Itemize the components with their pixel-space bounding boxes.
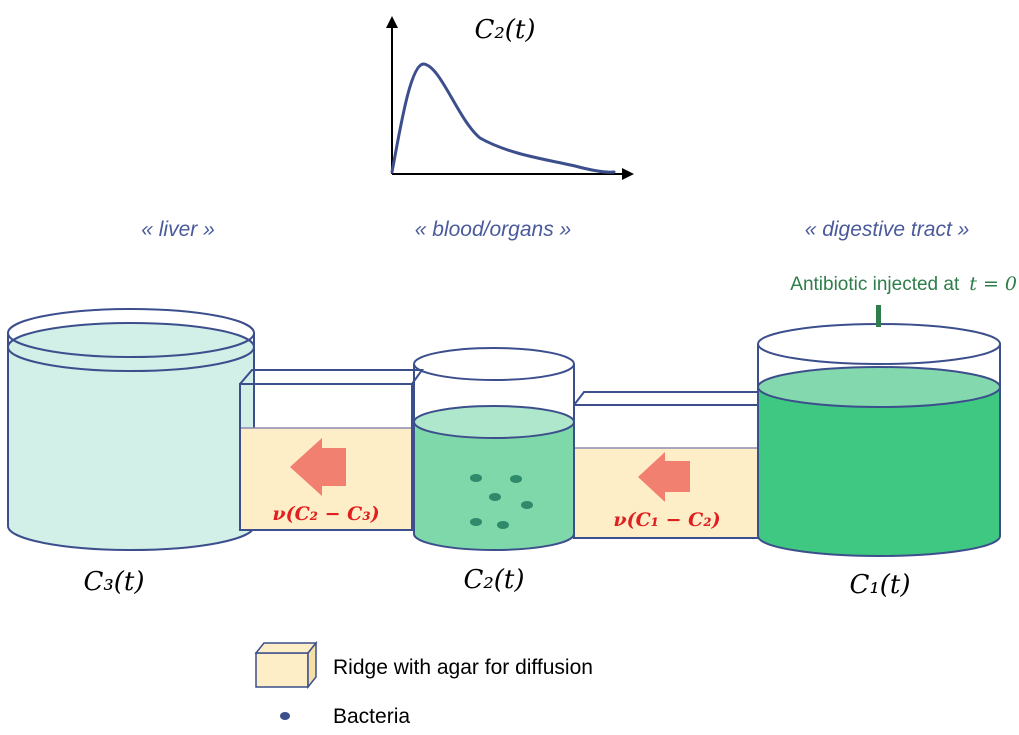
- injection-label: Antibiotic injected at t = 0: [790, 273, 1017, 295]
- tank-label-blood: C₂(t): [463, 565, 524, 595]
- tank-digestive-liquid: [758, 387, 1000, 556]
- bacterium: [489, 493, 501, 501]
- legend: Ridge with agar for diffusion Bacteria: [254, 640, 593, 728]
- tank-liver: [7, 308, 255, 551]
- tank-liver-liquid: [8, 347, 254, 550]
- tank-label-liver: C₃(t): [83, 567, 144, 597]
- flow-label-right: ν(C₁ − C₂): [613, 509, 720, 531]
- agar-ridge-left-box: [239, 383, 413, 531]
- bacterium: [510, 475, 522, 483]
- tank-digestive: [757, 305, 1001, 557]
- injection-label-text: Antibiotic injected at: [790, 274, 960, 295]
- tank-label-digestive: C₁(t): [849, 570, 910, 600]
- tank-digestive-liquid-surface: [757, 366, 1001, 408]
- concentration-graph: C₂(t): [386, 15, 634, 180]
- agar-ridge-left: ν(C₂ − C₃): [239, 369, 424, 531]
- region-label-digestive-tract: « digestive tract »: [805, 218, 970, 241]
- tank-liver-liquid-surface: [7, 322, 255, 372]
- bacterium: [470, 518, 482, 526]
- legend-agar-label: Ridge with agar for diffusion: [333, 656, 593, 679]
- legend-bacteria-label: Bacteria: [333, 705, 410, 728]
- legend-bacteria-icon: [280, 712, 290, 720]
- tank-blood: [413, 347, 575, 551]
- flow-label-left: ν(C₂ − C₃): [272, 503, 379, 525]
- region-label-liver: « liver »: [141, 218, 215, 241]
- bacterium: [521, 501, 533, 509]
- agar-ridge-right: ν(C₁ − C₂): [573, 391, 773, 539]
- bacterium: [470, 474, 482, 482]
- flow-arrow-right: [638, 452, 690, 502]
- graph-y-arrowhead: [386, 16, 398, 28]
- graph-label: C₂(t): [474, 15, 535, 45]
- tank-liver-rim: [7, 308, 255, 358]
- tank-blood-rim: [413, 347, 575, 381]
- flow-arrow-left: [290, 438, 346, 496]
- concentration-curve: [390, 62, 616, 174]
- injection-marker: [876, 305, 881, 327]
- region-label-blood-organs: « blood/organs »: [415, 218, 571, 241]
- tank-blood-liquid: [414, 422, 574, 550]
- tank-digestive-rim: [757, 323, 1001, 365]
- injection-label-math: t = 0: [969, 273, 1017, 295]
- graph-x-arrowhead: [622, 168, 634, 180]
- bacterium: [497, 521, 509, 529]
- legend-agar-icon: [254, 640, 318, 690]
- tank-blood-liquid-surface: [413, 405, 575, 439]
